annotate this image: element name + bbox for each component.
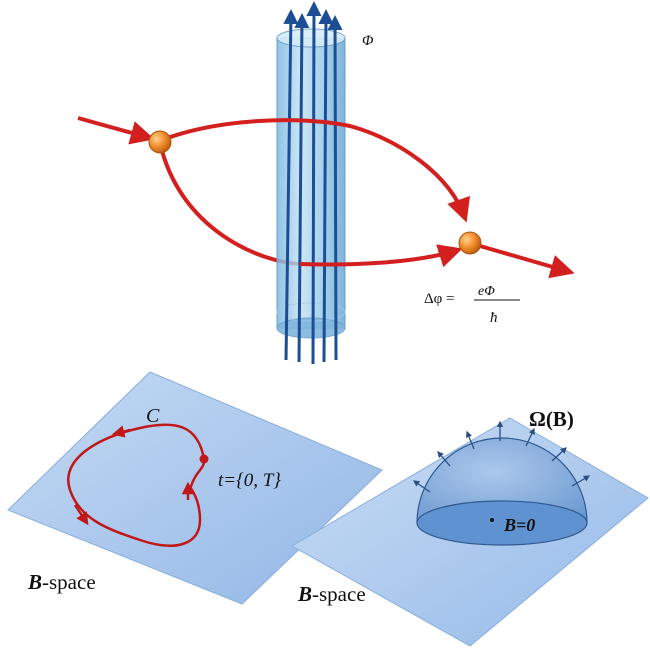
phase-formula: Δφ = eΦ ħ (424, 284, 520, 326)
berry-curvature-panel: Ω(B) B=0 B-space (290, 407, 649, 647)
outgoing-path (479, 244, 575, 279)
curve-label: C (146, 405, 160, 427)
flux-label: Φ (362, 33, 374, 49)
incoming-path (77, 116, 155, 145)
flux-tube-group: Φ Δφ = eΦ ħ (77, 1, 575, 365)
b-space-plane-left (7, 371, 383, 605)
phase-denominator: ħ (490, 310, 498, 326)
upper-path (161, 118, 470, 223)
start-end-point (199, 454, 209, 464)
omega-label: Ω(B) (529, 407, 574, 431)
lower-path-front (299, 244, 463, 268)
flux-tube-bottom (276, 317, 346, 339)
phase-lhs: Δφ = (424, 291, 455, 307)
field-zero-label: B=0 (503, 515, 535, 535)
b-space-label-left: B-space (27, 570, 96, 594)
hemisphere-dome (416, 437, 588, 524)
b-space-label-right: B-space (297, 582, 366, 606)
hemisphere-base (416, 500, 588, 546)
phase-numerator: eΦ (478, 284, 495, 299)
particle-detector (458, 231, 482, 255)
flux-field-lines (283, 1, 343, 365)
flux-tube-top (276, 28, 346, 48)
particle-source (148, 130, 172, 154)
curvature-field-arrows (412, 420, 591, 493)
time-label: t={0, T} (218, 470, 281, 491)
parameter-loop-panel: C t={0, T} B-space (7, 371, 383, 605)
origin-point (490, 518, 494, 522)
